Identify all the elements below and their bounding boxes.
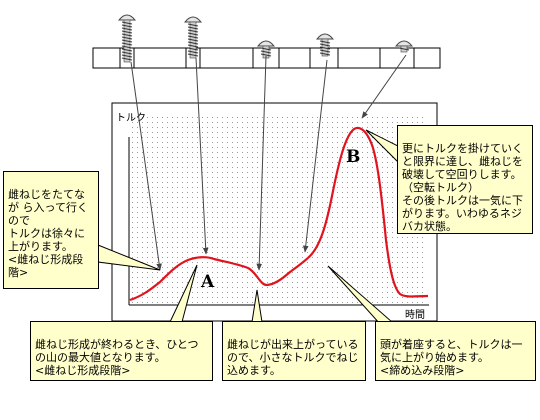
screw-head [315, 33, 335, 40]
screw-head [394, 40, 414, 47]
screw-thread [187, 35, 199, 39]
screw-thread [121, 45, 133, 49]
torque-curve [129, 126, 429, 302]
point-label-b: B [346, 147, 360, 167]
screw-thread [121, 39, 133, 43]
screw-thread [187, 23, 199, 27]
screw-thread [121, 51, 133, 55]
screw-2 [183, 16, 203, 59]
callout-forming-peak-text: 雌ねじ形成が終わるとき、ひとつの山の最大値となります。 <雌ねじ形成段階> [35, 338, 199, 377]
callout-thread-forming-text: 雌ねじをたてなが ら入って行くので トルクは徐々に上がります。 <雌ねじ形成段階… [8, 188, 88, 279]
callout-strip-out: 更にトルクを掛けていくと限界に達し、雌ねじを破壊して空回りします。（空転トルク）… [397, 125, 533, 234]
screw-thread [121, 33, 133, 37]
screw-thread [187, 26, 199, 30]
stage-arrows [130, 54, 407, 271]
screw-head [117, 14, 137, 21]
screw-thread [121, 54, 133, 58]
screw-thread [121, 57, 133, 61]
callout-low-torque: 雌ねじが出来上がっているので、小さなトルクでねじ込めます。 [222, 321, 366, 381]
screw-thread [319, 43, 331, 47]
screw-thread [319, 49, 331, 53]
screw-thread [319, 52, 331, 56]
screw-thread [187, 38, 199, 42]
screw-thread [260, 50, 272, 54]
screw-thread [187, 41, 199, 45]
screw-thread [121, 27, 133, 31]
screw-thread [121, 42, 133, 46]
callout-seating-text: 頭が着座すると、トルクは一気に上がり始めます。 <締め込み段階> [380, 338, 523, 377]
screw-thread [398, 47, 410, 51]
screw-thread [121, 24, 133, 28]
callout-low-torque-text: 雌ねじが出来上がっているので、小さなトルクでねじ込めます。 [227, 338, 359, 377]
screw-thread [260, 53, 272, 57]
screw-thread [121, 30, 133, 34]
screw-thread [187, 32, 199, 36]
screw-thread [121, 48, 133, 52]
screw-thread [187, 53, 199, 57]
screw-head [256, 40, 276, 47]
screw-thread [187, 29, 199, 33]
arrow-screw3 [256, 55, 267, 271]
arrow-screw1 [130, 61, 162, 271]
arrow-screw2 [195, 57, 209, 255]
arrow-screw4 [302, 59, 328, 253]
screw-thread [319, 40, 331, 44]
callout-forming-peak: 雌ねじ形成が終わるとき、ひとつの山の最大値となります。 <雌ねじ形成段階> [30, 321, 213, 381]
screw-4 [315, 33, 335, 57]
chart-frame: トルク 時間 [111, 102, 438, 322]
screw-5 [394, 40, 414, 53]
screw-head [183, 16, 203, 23]
screw-1 [117, 14, 137, 63]
screw-thread [260, 47, 272, 51]
screw-thread [319, 46, 331, 50]
arrow-screw5 [361, 54, 407, 119]
callout-pointers [97, 129, 399, 325]
screw-thread [187, 47, 199, 51]
screw-stages [117, 14, 414, 63]
screw-thread [121, 21, 133, 25]
point-label-a: A [200, 272, 215, 292]
screw-thread [187, 44, 199, 48]
callout-strip-out-text: 更にトルクを掛けていくと限界に達し、雌ねじを破壊して空回りします。（空転トルク）… [402, 142, 523, 233]
screw-3 [256, 40, 276, 59]
y-axis-label: トルク [116, 112, 146, 124]
callout-seating: 頭が着座すると、トルクは一気に上がり始めます。 <締め込み段階> [375, 321, 536, 381]
screw-thread [121, 36, 133, 40]
x-axis-label: 時間 [405, 309, 425, 321]
callout-thread-forming: 雌ねじをたてなが ら入って行くので トルクは徐々に上がります。 <雌ねじ形成段階… [3, 171, 99, 289]
screw-thread [187, 50, 199, 54]
